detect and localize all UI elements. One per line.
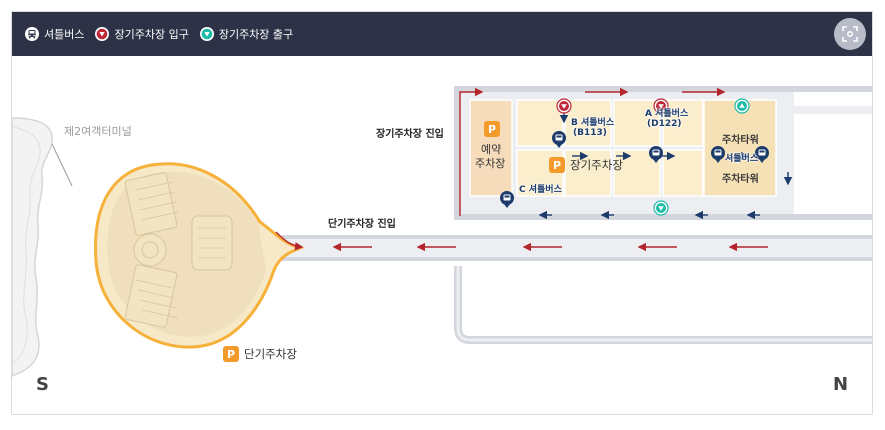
legend-exit-label: 장기주차장 출구 [218,28,294,41]
bus-b-label-2: (B113) [573,128,607,138]
map-canvas [12,86,872,377]
bus-a-label-1: A 셔틀버스 [645,109,689,119]
compass-south: S [36,374,49,395]
legend: 셔틀버스 장기주차장 입구 장기주차장 출구 [24,12,293,56]
exit-marker-2 [653,200,669,216]
map-container[interactable]: 셔틀버스 장기주차장 입구 장기주차장 출구 [11,11,873,415]
parking-badge: P [223,346,239,362]
short-term-parking-label: 단기주차장 [244,347,297,361]
parking-tower-top-label: 주차타워 [722,135,759,146]
bus-stop-c [500,191,514,208]
long-term-entry-label: 장기주차장 진입 [376,129,444,140]
bus-icon [25,27,39,41]
fit-view-icon [842,26,858,42]
long-term-parking-tag: P 장기주차장 [549,157,623,173]
entrance-marker-icon [95,27,110,41]
exit-marker-icon [199,27,214,41]
reserved-label-2: 주차장 [475,157,506,170]
parking-badge: P [549,157,565,173]
short-term-entry-label: 단기주차장 진입 [328,219,396,230]
long-term-parking-label: 장기주차장 [570,158,623,172]
compass-north: N [833,374,849,395]
short-term-parking-tag: P 단기주차장 [223,346,297,362]
bus-stop-b [552,131,566,148]
bus-stop-tower-1 [711,146,725,163]
reserved-parking-badge: P [484,121,500,137]
terminal2-label: 제2여객터미널 [64,125,132,138]
bus-a-label-2: (D122) [647,119,682,129]
legend-entrance: 장기주차장 입구 [94,26,189,42]
fit-view-button[interactable] [834,18,866,50]
exit-marker-1 [734,98,750,114]
reserved-label-1: 예약 [481,143,502,156]
bus-b-label-1: B 셔틀버스 [571,118,615,128]
terminal2-building [12,117,53,377]
bus-tower-label: 셔틀버스 [725,154,759,164]
legend-shuttle-label: 셔틀버스 [44,28,85,41]
legend-entrance-label: 장기주차장 입구 [114,28,189,41]
legend-bar: 셔틀버스 장기주차장 입구 장기주차장 출구 [12,12,872,56]
entrance-marker-2 [653,98,669,114]
bus-c-label: C 셔틀버스 [519,185,562,195]
parking-tower-bottom-label: 주차타워 [722,174,759,185]
bus-stop-a [649,146,663,163]
legend-shuttle: 셔틀버스 [24,26,84,42]
bus-stop-tower-2 [755,146,769,163]
entrance-marker-1 [556,98,572,114]
legend-exit: 장기주차장 출구 [199,26,293,42]
reserved-parking-block [469,99,513,197]
